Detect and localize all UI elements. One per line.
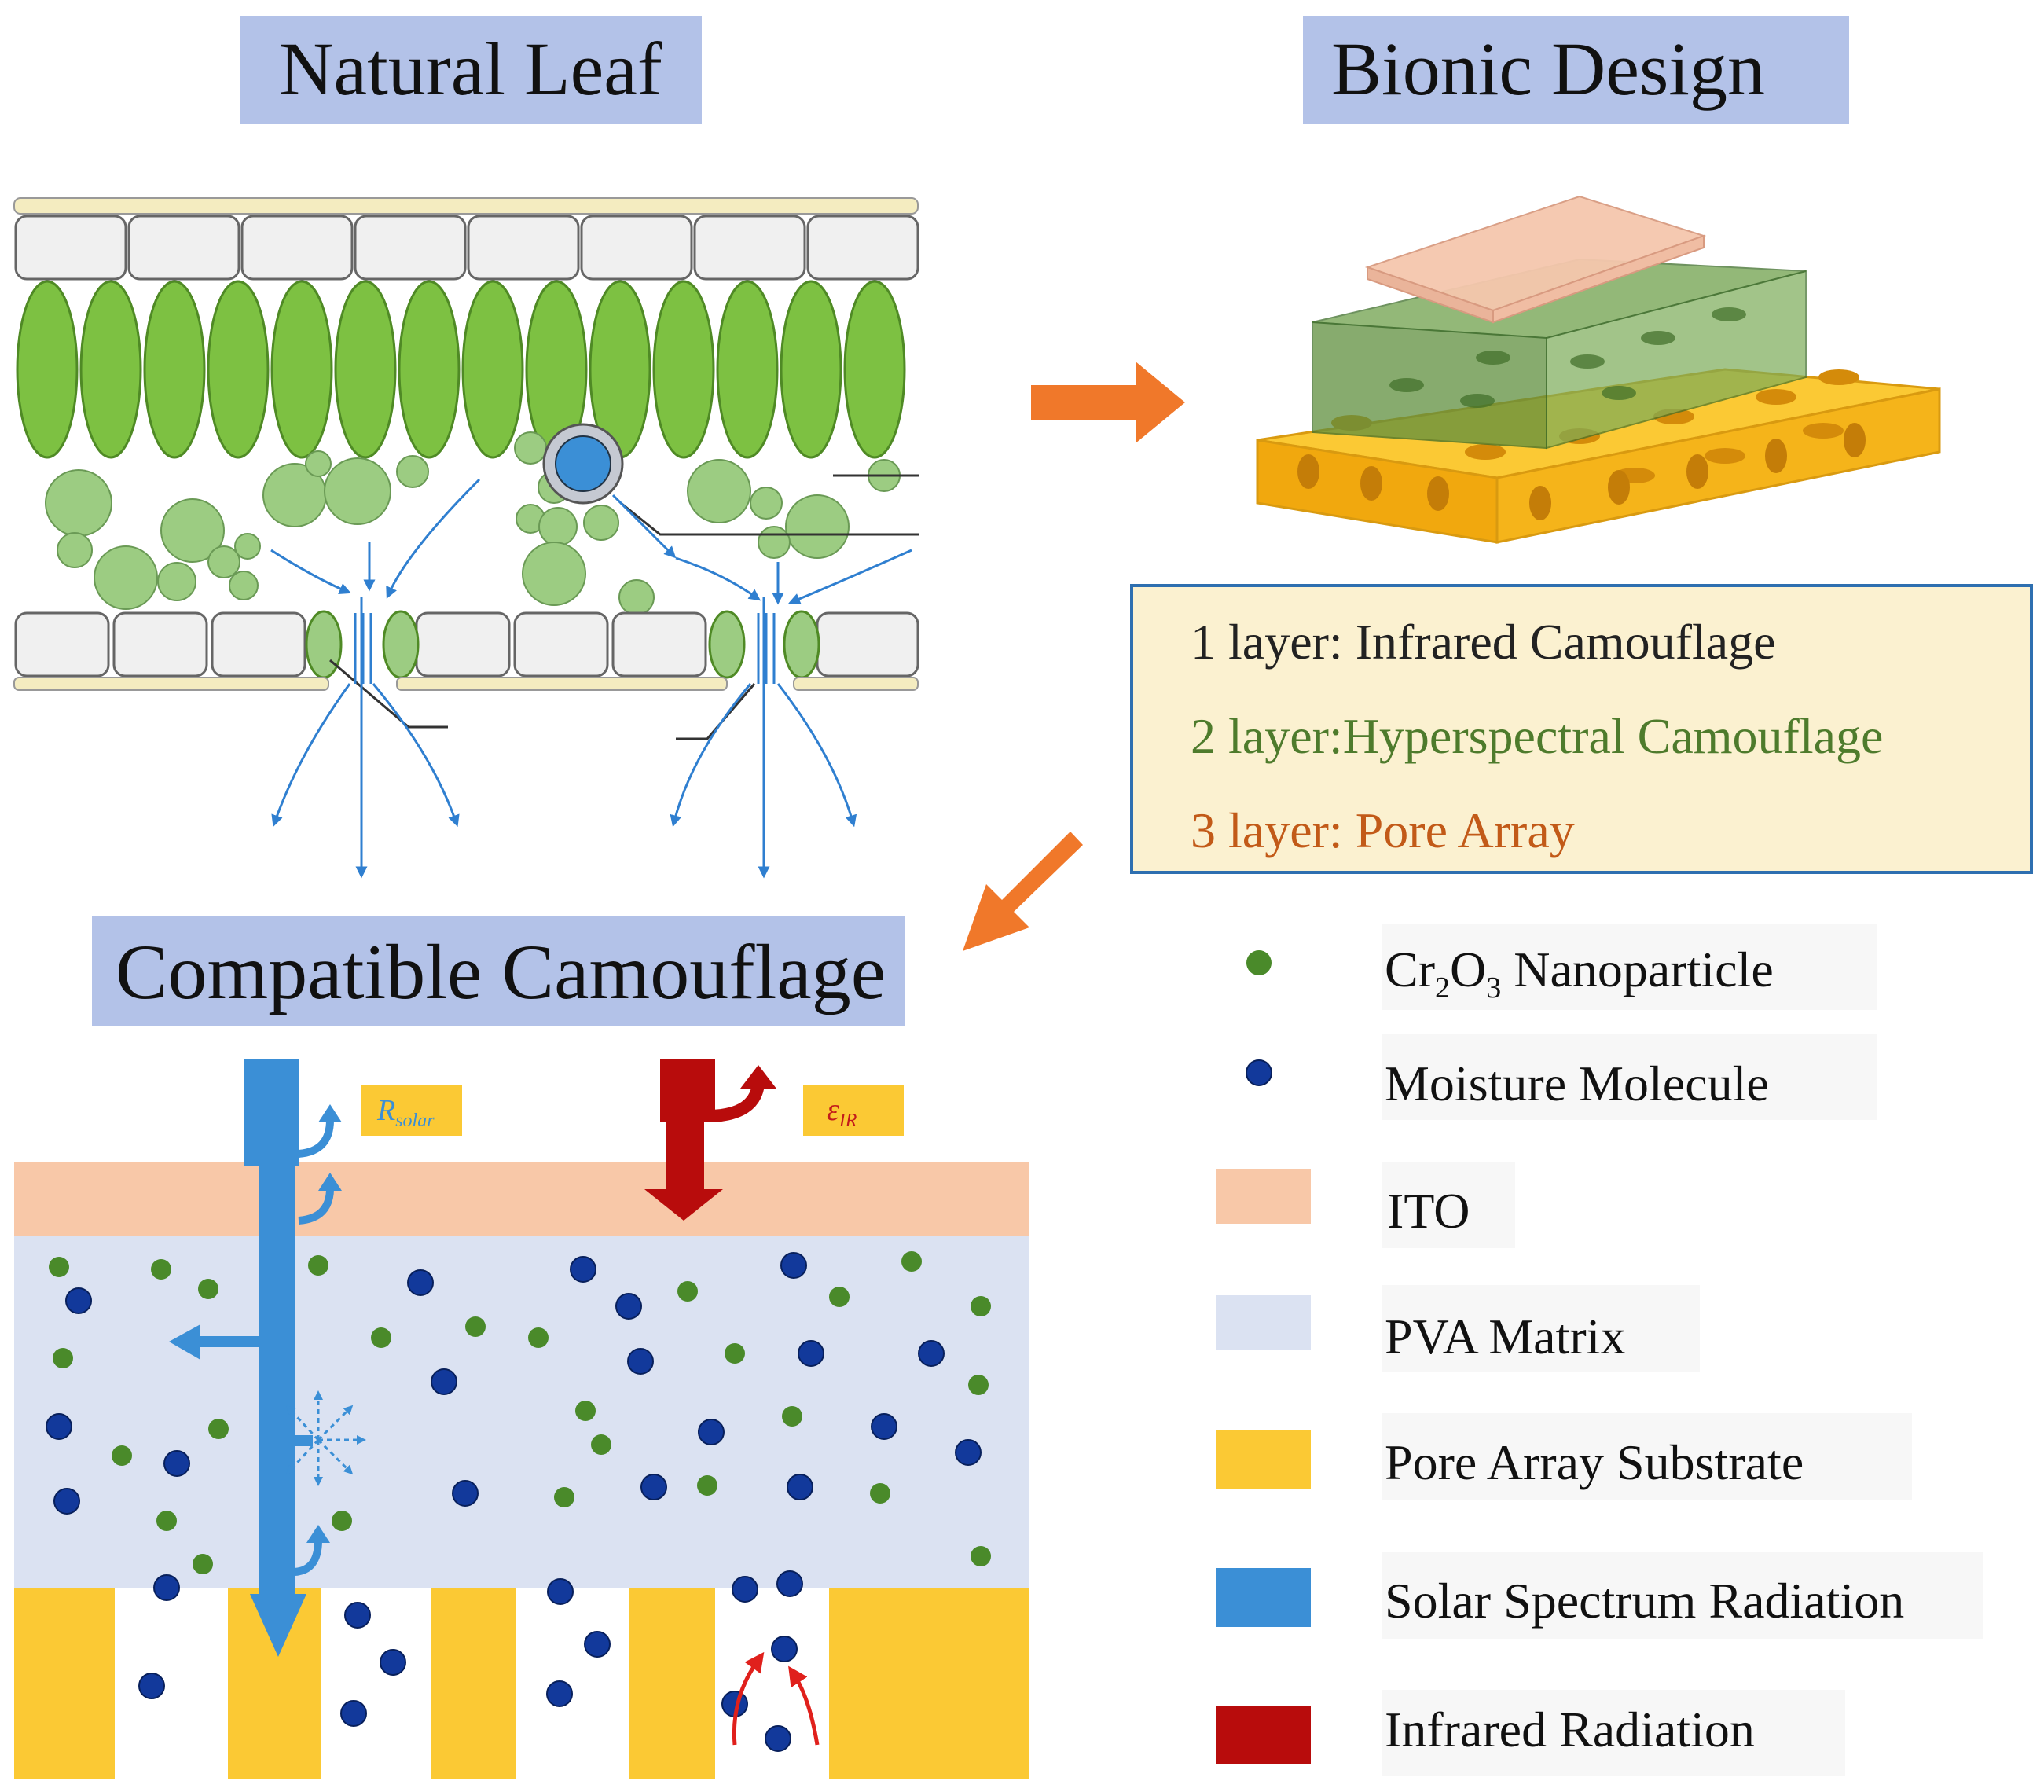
ito-layer	[14, 1162, 1029, 1236]
legend-cr-sub: 2	[1435, 971, 1450, 1004]
moisture-escape-arrows	[732, 1651, 820, 1746]
legend-item-solar: Solar Spectrum Radiation	[1216, 1552, 1983, 1639]
legend-cr: Cr	[1385, 942, 1435, 997]
chloroplast-cell	[542, 423, 624, 505]
solar-swatch	[1216, 1568, 1311, 1627]
lower-cuticle-3	[793, 677, 919, 691]
stoma-pores	[354, 613, 776, 684]
bionic-design-title: Bionic Design	[1303, 16, 1849, 124]
arrow-bionic-to-compatible	[963, 832, 1083, 951]
svg-text:Cr2O3 Nanoparticle: Cr2O3 Nanoparticle	[1385, 942, 1774, 1004]
e-ir-label-bg	[803, 1085, 904, 1136]
legend-item-pva: PVA Matrix	[1216, 1285, 1700, 1372]
pore-array-pillars	[14, 1588, 1029, 1779]
scattering-bar	[267, 1435, 313, 1446]
legend-item-infrared: Infrared Radiation	[1216, 1690, 1845, 1776]
layer-2-text: 2 layer:Hyperspectral Camouflage	[1191, 708, 1883, 764]
nanoparticle-swatch	[1246, 950, 1272, 975]
pva-matrix-layer	[14, 1236, 1029, 1588]
leaf-cross-section	[13, 197, 919, 879]
svg-text:εIR: εIR	[827, 1092, 857, 1131]
legend-item-ito: ITO	[1216, 1162, 1515, 1248]
legend-pore-substrate-label: Pore Array Substrate	[1385, 1434, 1804, 1490]
legend-label-bg	[1382, 1034, 1877, 1120]
legend-label-bg	[1382, 1285, 1700, 1372]
pore-substrate-swatch	[1216, 1430, 1311, 1489]
bionic-design-title-text: Bionic Design	[1331, 27, 1765, 111]
layer-1-text: 1 layer: Infrared Camouflage	[1191, 614, 1776, 670]
legend-label-bg	[1382, 1162, 1515, 1248]
transpiration-arrows	[270, 478, 912, 879]
lower-cuticle	[13, 677, 329, 691]
palisade-layer	[16, 280, 906, 459]
compatible-cross-section: Rsolar εIR	[14, 1059, 1029, 1779]
natural-leaf-title-bg	[240, 16, 702, 124]
green-layer-front	[1312, 321, 1547, 450]
legend-infrared-label: Infrared Radiation	[1385, 1702, 1755, 1757]
r-solar-label-bg	[361, 1085, 462, 1136]
arrow-leaf-to-bionic	[1031, 362, 1185, 443]
lower-cuticle-2	[396, 677, 728, 691]
natural-leaf-title: Natural Leaf	[240, 16, 702, 124]
r-solar-symbol: R	[376, 1094, 395, 1127]
layers-description-box: 1 layer: Infrared Camouflage 2 layer:Hyp…	[1130, 584, 2033, 874]
legend-label-bg	[1382, 1552, 1983, 1639]
green-layer-pores	[1389, 307, 1746, 408]
pva-swatch	[1216, 1295, 1311, 1350]
natural-leaf-title-text: Natural Leaf	[279, 27, 662, 111]
compatible-camouflage-title-bg	[92, 916, 905, 1026]
e-ir-symbol: ε	[827, 1092, 839, 1127]
legend-o: O	[1450, 942, 1486, 997]
layers-box-frame	[1130, 584, 2033, 874]
infrared-radiation-arrow	[644, 1059, 776, 1221]
pore-front-holes	[1297, 423, 1866, 520]
legend-ito-label: ITO	[1387, 1183, 1470, 1239]
legend-o-sub: 3	[1486, 971, 1501, 1004]
moisture-molecules	[46, 1252, 982, 1752]
legend: Cr2O3 Nanoparticle Moisture Molecule ITO…	[1216, 924, 1983, 1776]
infrared-swatch	[1216, 1706, 1311, 1764]
e-ir-label: εIR	[803, 1085, 904, 1136]
legend-item-moisture: Moisture Molecule	[1246, 1034, 1877, 1120]
layer-3-text: 3 layer: Pore Array	[1191, 802, 1575, 858]
solar-radiation-arrow	[169, 1059, 342, 1657]
spongy-mesophyll	[45, 431, 901, 615]
r-solar-subscript: solar	[395, 1111, 435, 1131]
legend-item-pore-substrate: Pore Array Substrate	[1216, 1413, 1912, 1500]
bionic-design-block	[1256, 195, 1941, 544]
legend-item-nanoparticle: Cr2O3 Nanoparticle	[1246, 924, 1877, 1010]
legend-label-bg	[1382, 1690, 1845, 1776]
r-solar-label: Rsolar	[361, 1085, 462, 1136]
e-ir-subscript: IR	[839, 1111, 857, 1131]
lower-epidermis	[14, 611, 919, 678]
legend-pva-label: PVA Matrix	[1385, 1309, 1625, 1364]
nanoparticles	[49, 1251, 991, 1574]
upper-cuticle	[13, 197, 919, 215]
bionic-design-title-bg	[1303, 16, 1849, 124]
moisture-swatch	[1246, 1059, 1272, 1086]
ito-layer-side	[1492, 234, 1705, 324]
svg-text:Rsolar: Rsolar	[376, 1094, 435, 1131]
legend-solar-label: Solar Spectrum Radiation	[1385, 1573, 1904, 1629]
legend-moisture-label: Moisture Molecule	[1385, 1056, 1769, 1111]
legend-label-bg	[1382, 924, 1877, 1010]
compatible-camouflage-title-text: Compatible Camouflage	[116, 928, 886, 1015]
upper-epidermis	[14, 215, 919, 281]
scattering-star	[285, 1390, 366, 1486]
ito-swatch	[1216, 1169, 1311, 1224]
legend-nanoparticle: Nanoparticle	[1501, 942, 1774, 997]
legend-label-bg	[1382, 1413, 1912, 1500]
compatible-camouflage-title: Compatible Camouflage	[92, 916, 905, 1026]
